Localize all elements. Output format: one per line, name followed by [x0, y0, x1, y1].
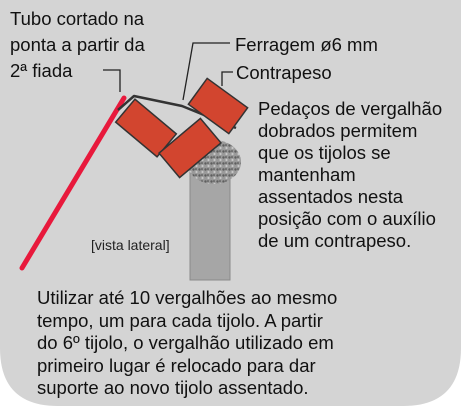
description-line: Pedaços de vergalhão — [258, 98, 443, 119]
footer-line: tempo, um para cada tijolo. A partir — [37, 309, 323, 331]
leader-tubo — [103, 69, 121, 92]
label-contrapeso: Contrapeso — [236, 62, 332, 83]
leader-ferragem — [182, 42, 230, 101]
label-ferragem: Ferragem ø6 mm — [235, 34, 378, 55]
footer-line: Utilizar até 10 vergalhões ao mesmo — [37, 287, 338, 308]
brick-middle — [157, 117, 223, 179]
description-line: de um contrapeso. — [258, 230, 412, 251]
description-line: assentados nesta — [258, 186, 404, 207]
inclined-tube — [19, 95, 127, 271]
column-block — [189, 171, 231, 281]
description-text: Pedaços de vergalhão dobrados permitem q… — [258, 98, 458, 252]
description-line: dobrados permitem — [258, 120, 418, 141]
footer-line: suporte ao novo tijolo assentado. — [37, 377, 309, 398]
label-tubo-line2: ponta a partir da — [10, 34, 145, 55]
label-tubo-line1: Tubo cortado na — [10, 8, 145, 29]
footer-line: primeiro lugar é relocado para dar — [37, 354, 316, 376]
brick-diagonal — [114, 98, 178, 158]
description-line: posição com o auxílio — [258, 208, 436, 229]
footer-text: Utilizar até 10 vergalhões ao mesmo temp… — [37, 287, 452, 400]
description-line: mantenham — [258, 164, 356, 185]
view-label: [vista lateral] — [91, 237, 170, 253]
description-line: que os tijolos se — [258, 142, 391, 163]
leader-contrapeso — [221, 71, 233, 86]
footer-line: do 6º tijolo, o vergalhão utilizado em — [37, 332, 334, 353]
counterweight-brick — [187, 77, 249, 135]
label-tubo-line3: 2ª fiada — [10, 60, 73, 81]
